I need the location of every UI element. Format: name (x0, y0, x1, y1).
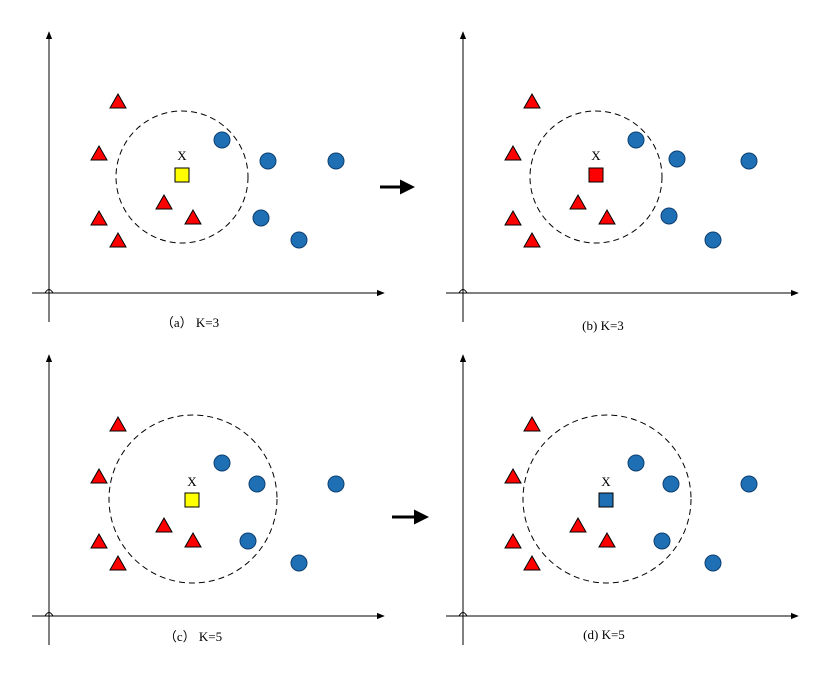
axis-origin-hook (44, 289, 54, 294)
panel-caption: （c） K=5 (164, 629, 222, 644)
neighborhood-circle (108, 414, 278, 584)
blue-circle-point (662, 475, 680, 493)
red-triangle-point (155, 516, 173, 533)
panel-a: X （a） K=3 (32, 31, 385, 330)
red-triangle-point (504, 532, 522, 549)
blue-circle-point (239, 532, 257, 550)
red-triangle-point (109, 415, 127, 432)
red-triangle-point (109, 231, 127, 248)
blue-circle-point (704, 231, 722, 249)
query-point-square (588, 167, 604, 183)
red-triangle-point (504, 467, 522, 484)
red-triangle-point (90, 209, 108, 226)
blue-circle-point (259, 152, 277, 170)
query-point-square (184, 492, 200, 508)
blue-circle-point (740, 475, 758, 493)
blue-circle-point (627, 454, 645, 472)
blue-circle-point (668, 150, 686, 168)
red-triangle-point (523, 415, 541, 432)
red-triangle-point (504, 209, 522, 226)
blue-circle-point (290, 231, 308, 249)
neighborhood-circle (115, 110, 249, 244)
axis-origin-hook (44, 612, 54, 617)
blue-circle-point (327, 475, 345, 493)
axis-origin-hook (458, 289, 468, 294)
blue-circle-point (627, 131, 645, 149)
red-triangle-point (569, 516, 587, 533)
red-triangle-point (569, 193, 587, 210)
red-triangle-point (90, 532, 108, 549)
query-point-square (598, 492, 614, 508)
blue-circle-point (653, 532, 671, 550)
red-triangle-point (90, 144, 108, 161)
blue-circle-point (213, 131, 231, 149)
red-triangle-point (184, 208, 202, 225)
red-triangle-point (109, 92, 127, 109)
red-triangle-point (523, 231, 541, 248)
red-triangle-point (109, 554, 127, 571)
red-triangle-point (90, 467, 108, 484)
panel-caption: （a） K=3 (161, 315, 219, 330)
panel-caption: (b) K=3 (582, 318, 624, 333)
blue-circle-point (740, 152, 758, 170)
neighborhood-circle (522, 414, 692, 584)
query-point-square (174, 167, 190, 183)
axis-origin-hook (458, 612, 468, 617)
blue-circle-point (248, 475, 266, 493)
blue-circle-point (252, 209, 270, 227)
panel-b: X (b) K=3 (446, 31, 799, 333)
red-triangle-point (523, 92, 541, 109)
query-label: X (601, 474, 611, 489)
blue-circle-point (704, 554, 722, 572)
red-triangle-point (523, 554, 541, 571)
panel-d: X (d) K=5 (446, 354, 799, 645)
query-label: X (187, 474, 197, 489)
red-triangle-point (598, 208, 616, 225)
neighborhood-circle (529, 110, 663, 244)
blue-circle-point (660, 207, 678, 225)
blue-circle-point (327, 152, 345, 170)
red-triangle-point (504, 144, 522, 161)
panel-caption: (d) K=5 (583, 627, 625, 642)
red-triangle-point (184, 531, 202, 548)
query-label: X (177, 148, 187, 163)
blue-circle-point (290, 554, 308, 572)
red-triangle-point (155, 193, 173, 210)
query-label: X (591, 148, 601, 163)
panel-c: X （c） K=5 (32, 354, 385, 645)
blue-circle-point (213, 454, 231, 472)
red-triangle-point (598, 531, 616, 548)
